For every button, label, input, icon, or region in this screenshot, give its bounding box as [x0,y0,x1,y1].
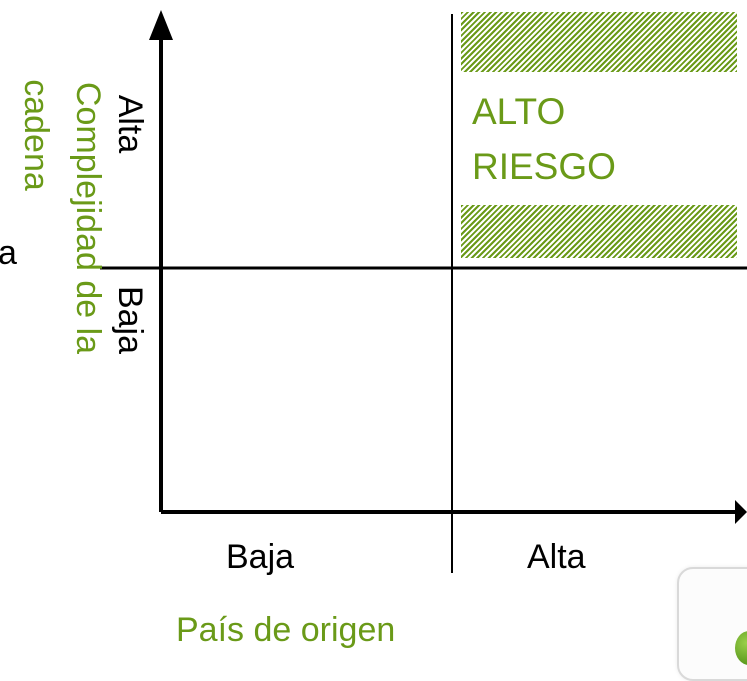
y-axis-title-line2: cadena [17,79,55,191]
x-axis-low-label: Baja [226,538,295,576]
left-text-fragment: a [0,234,17,272]
green-dot-icon [735,631,747,665]
x-axis-high-label: Alta [527,538,586,576]
high-risk-hatch-bottom [461,205,737,258]
y-axis-high-label: Alta [111,94,149,154]
quadrant-axes [100,10,747,573]
high-risk-hatch-top [461,12,737,72]
high-risk-label-line2: RIESGO [472,146,616,187]
y-axis-arrowhead [149,10,173,40]
corner-card [677,567,747,681]
high-risk-label-line1: ALTO [472,91,566,132]
x-axis-arrowhead [735,500,747,524]
y-axis-low-label: Baja [111,285,149,355]
y-axis-title-line1: Complejidad de la [69,81,107,355]
x-axis-title: País de origen [176,611,396,649]
